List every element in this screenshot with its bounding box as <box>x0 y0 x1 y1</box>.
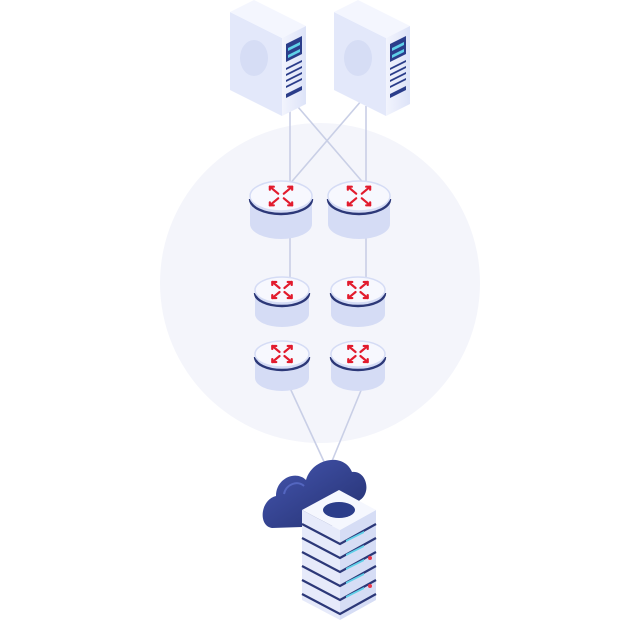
expand-arrows-icon <box>347 344 369 364</box>
router-mid-left <box>253 276 311 327</box>
link-server-left-router-top-right <box>291 99 367 187</box>
expand-arrows-icon <box>268 185 294 207</box>
router-bottom-left <box>253 340 311 391</box>
link-router-bottom-left-cloud <box>289 387 327 467</box>
router-top-left <box>248 180 314 239</box>
expand-arrows-icon <box>271 280 293 300</box>
router-bottom-right <box>329 340 387 391</box>
rack-server <box>301 490 377 620</box>
expand-arrows-icon <box>347 280 369 300</box>
router-mid-right <box>329 276 387 327</box>
expand-arrows-icon <box>346 185 372 207</box>
link-server-right-router-top-left <box>287 99 363 187</box>
router-top-right <box>326 180 392 239</box>
link-router-bottom-right-cloud <box>329 387 363 467</box>
routers <box>248 180 392 391</box>
server-left <box>230 0 306 116</box>
expand-arrows-icon <box>271 344 293 364</box>
server-right <box>334 0 410 116</box>
backdrop-circle <box>160 123 480 443</box>
links <box>287 99 367 467</box>
